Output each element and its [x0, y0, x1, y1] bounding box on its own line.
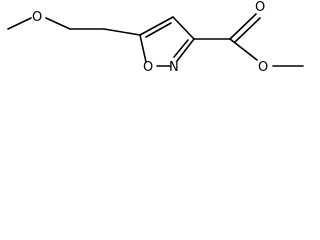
ch2-to-ring-bond — [103, 28, 141, 36]
ether-oxygen-label: O — [32, 10, 42, 25]
chemical-structure-diagram: O O N O O — [7, 0, 304, 75]
methyl-to-ether-bond — [7, 17, 32, 30]
ring-c5-c4-inner-bond — [145, 22, 172, 38]
carbonyl-to-ester-oxygen-bond — [229, 38, 258, 61]
ester-oxygen-label: O — [258, 60, 268, 75]
ring-oxygen-label: O — [143, 60, 153, 75]
carbonyl-oxygen-label: O — [255, 0, 265, 15]
ether-to-ch2-bond — [45, 17, 71, 30]
ring-nitrogen-label: N — [169, 60, 179, 75]
ring-o-c5-bond — [139, 34, 147, 63]
ring-c3-n-inner-bond — [173, 39, 189, 58]
ring-c5-c4-double-bond — [139, 16, 174, 36]
carbonyl-double-bond-b — [234, 17, 261, 43]
carbonyl-double-bond-a — [229, 13, 257, 40]
ring-c4-c3-bond — [172, 16, 195, 40]
ring-c3-n-double-bond — [176, 38, 195, 62]
